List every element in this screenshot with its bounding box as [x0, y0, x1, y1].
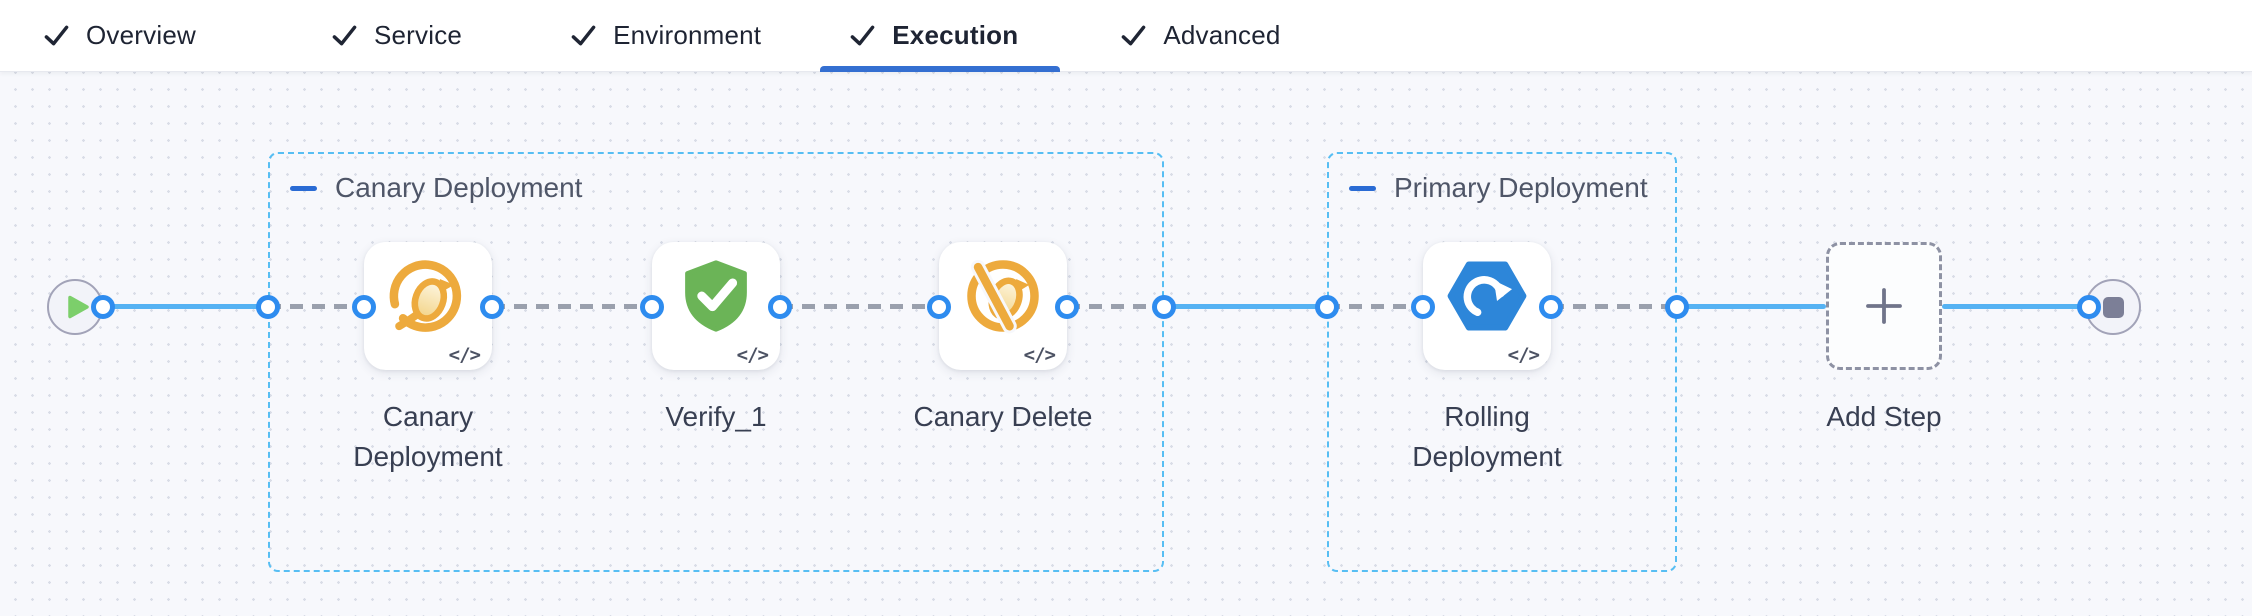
rolling-deployment-icon — [1447, 256, 1527, 336]
tab-advanced[interactable]: Advanced — [1120, 0, 1280, 72]
step-canary-delete[interactable]: </> — [939, 242, 1067, 370]
port[interactable] — [91, 295, 115, 319]
tab-service[interactable]: Service — [331, 0, 462, 72]
canary-icon — [386, 254, 470, 338]
port[interactable] — [352, 295, 376, 319]
group-header: Primary Deployment — [1349, 172, 1648, 204]
tab-environment[interactable]: Environment — [570, 0, 761, 72]
step-label-canary-delete: Canary Delete — [913, 401, 1093, 432]
tab-label: Advanced — [1163, 20, 1281, 50]
group-canary-deployment: Canary Deployment — [268, 152, 1164, 572]
port[interactable] — [927, 295, 951, 319]
connector-dashed — [492, 304, 652, 309]
stage-tabbar: Overview Service Environment Execution A… — [0, 0, 2252, 72]
tab-execution[interactable]: Execution — [820, 0, 1061, 72]
connector-dashed — [780, 304, 939, 309]
group-title: Canary Deployment — [335, 172, 583, 203]
add-step-button[interactable] — [1826, 242, 1942, 370]
step-label-canary-deployment: Canary Deployment — [353, 401, 503, 472]
port[interactable] — [1539, 295, 1563, 319]
connector-solid — [1942, 304, 2089, 309]
yaml-code-badge: </> — [1507, 344, 1540, 366]
tab-label: Execution — [892, 20, 1019, 50]
connector-solid — [103, 304, 268, 309]
stop-icon — [2102, 296, 2124, 318]
shield-check-icon — [678, 258, 754, 334]
group-title: Primary Deployment — [1394, 172, 1648, 203]
collapse-group-icon[interactable] — [1349, 185, 1376, 191]
connector-dashed — [1551, 304, 1677, 309]
tab-label: Service — [373, 20, 463, 50]
connector-dashed — [1067, 304, 1164, 309]
canary-delete-icon — [961, 254, 1045, 338]
step-rolling-deployment[interactable]: </> — [1423, 242, 1551, 370]
connector-dashed — [1327, 304, 1423, 309]
port[interactable] — [1411, 295, 1435, 319]
plus-icon — [1866, 288, 1902, 324]
yaml-code-badge: </> — [736, 344, 769, 366]
step-verify-1[interactable]: </> — [652, 242, 780, 370]
tab-label: Overview — [86, 20, 196, 50]
port[interactable] — [1152, 295, 1176, 319]
port[interactable] — [2077, 295, 2101, 319]
port[interactable] — [640, 295, 664, 319]
check-icon — [1120, 23, 1147, 48]
port[interactable] — [256, 295, 280, 319]
check-icon — [570, 23, 597, 48]
connector-solid — [1677, 304, 1826, 309]
step-label-rolling-deployment: Rolling Deployment — [1412, 401, 1562, 472]
pipeline-canvas[interactable]: Canary Deployment Primary Deployment — [0, 72, 2252, 616]
connector-dashed — [268, 304, 364, 309]
tab-overview[interactable]: Overview — [43, 0, 196, 72]
check-icon — [43, 23, 70, 48]
port[interactable] — [1315, 295, 1339, 319]
port[interactable] — [1665, 295, 1689, 319]
port[interactable] — [768, 295, 792, 319]
port[interactable] — [1055, 295, 1079, 319]
tab-label: Environment — [613, 20, 762, 50]
check-icon — [331, 23, 358, 48]
connector-solid — [1164, 304, 1327, 309]
group-header: Canary Deployment — [290, 172, 582, 204]
step-canary-deployment[interactable]: </> — [364, 242, 492, 370]
yaml-code-badge: </> — [1023, 344, 1056, 366]
yaml-code-badge: </> — [448, 344, 481, 366]
check-icon — [849, 23, 876, 48]
step-label-verify-1: Verify_1 — [665, 401, 767, 432]
play-icon — [67, 295, 89, 319]
add-step-label: Add Step — [1826, 401, 1942, 432]
port[interactable] — [480, 295, 504, 319]
collapse-group-icon[interactable] — [290, 185, 317, 191]
group-primary-deployment: Primary Deployment — [1327, 152, 1677, 572]
